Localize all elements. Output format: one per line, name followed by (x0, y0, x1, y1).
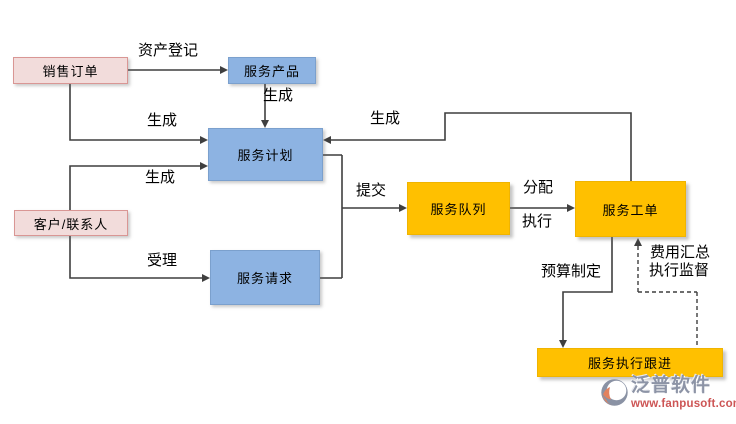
arrowhead (200, 136, 208, 144)
arrowhead (261, 120, 269, 128)
arrowhead (220, 66, 228, 74)
edge-customer-to-plan (69, 165, 200, 210)
edge-label-assign: 分配 (522, 179, 554, 196)
node-service-request: 服务请求 (210, 250, 320, 305)
node-service-work-order: 服务工单 (575, 181, 686, 237)
edge-label-budget-plan: 预算制定 (540, 263, 602, 280)
arrowhead (202, 274, 210, 282)
edge-workorder-to-plan (331, 112, 632, 181)
node-customer-contact: 客户/联系人 (14, 210, 128, 236)
node-service-product: 服务产品 (228, 57, 316, 84)
arrowhead (634, 238, 642, 246)
edge-label-execute: 执行 (521, 213, 553, 230)
arrowhead (399, 204, 407, 212)
edge-customer-to-request (69, 236, 202, 279)
vendor-brand-name: 泛普软件 (631, 375, 712, 396)
edge-sales-to-plan (69, 84, 200, 141)
edge-label-execution-supervision: 执行监督 (648, 262, 710, 279)
fanpu-logo-icon (601, 379, 628, 406)
edge-label-generate-sales-to-plan: 生成 (146, 112, 178, 129)
arrowhead (559, 340, 567, 348)
edge-label-submit: 提交 (355, 182, 387, 199)
edge-label-generate-customer-to-plan: 生成 (144, 169, 176, 186)
node-service-plan: 服务计划 (208, 128, 323, 181)
vendor-url: www.fanpusoft.com (631, 397, 736, 410)
edge-followup-to-workorder-dashed (637, 246, 698, 348)
arrowhead (323, 136, 331, 144)
edge-label-generate-product-to-plan: 生成 (262, 87, 294, 104)
edge-plan-request-to-queue (320, 154, 399, 279)
edge-label-asset-registration: 资产登记 (137, 42, 199, 59)
edge-label-cost-summary: 费用汇总 (649, 244, 711, 261)
node-service-follow-up: 服务执行跟进 (537, 348, 723, 377)
node-service-queue: 服务队列 (407, 182, 510, 235)
edge-label-accept: 受理 (146, 252, 178, 269)
arrowhead (567, 204, 575, 212)
edge-label-generate-work-order-to-plan: 生成 (369, 110, 401, 127)
node-sales-order: 销售订单 (13, 57, 128, 84)
edge-workorder-to-followup (562, 237, 613, 340)
arrowhead (200, 162, 208, 170)
vendor-watermark: 泛普软件 www.fanpusoft.com (600, 375, 736, 410)
